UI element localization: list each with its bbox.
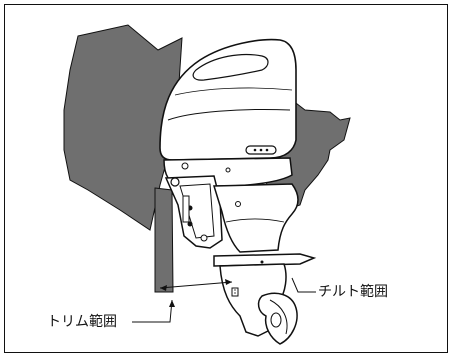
midsection — [212, 183, 299, 253]
cowling-ridge-2 — [174, 87, 293, 96]
cowling-ridge — [167, 108, 291, 121]
trim-range-label: トリム範囲 — [47, 314, 117, 330]
trim-range-arrow — [159, 281, 233, 289]
trim-range-leader — [132, 299, 173, 323]
anti-ventilation-plate — [213, 253, 317, 267]
clamp-bracket — [164, 175, 223, 249]
tilt-range-label: チルト範囲 — [318, 284, 388, 300]
cowling-top-highlight — [192, 53, 269, 81]
trim-range-strip — [154, 187, 174, 293]
tilt-range-leader — [291, 277, 316, 293]
tilt-range-region — [63, 24, 183, 231]
